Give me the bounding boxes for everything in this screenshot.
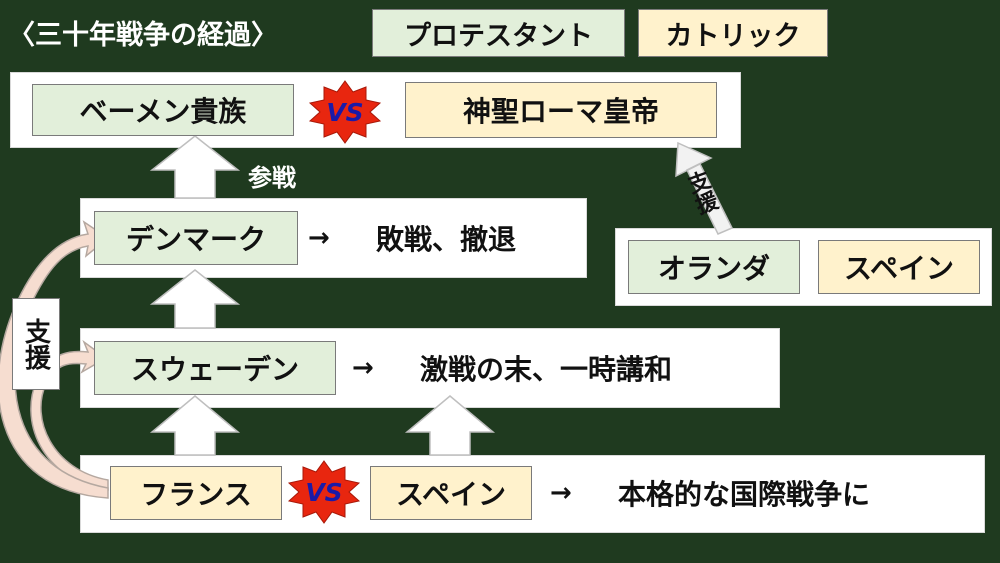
holy-roman-emperor-box: 神聖ローマ皇帝	[405, 82, 717, 138]
vs-label-row1: VS	[326, 97, 364, 127]
row2-arrow: →	[308, 223, 330, 253]
up-arrow-spain-to-sweden	[404, 395, 496, 456]
support-label-right: 支援	[678, 158, 722, 228]
row2-result: 敗戦、撤退	[376, 223, 517, 256]
sweden-box: スウェーデン	[94, 341, 336, 395]
support-arrow-allies-to-emperor	[675, 141, 734, 235]
vs-burst-row4	[287, 460, 361, 524]
legend-catholic: カトリック	[638, 9, 828, 57]
up-arrow-france-to-sweden	[149, 395, 241, 456]
support-label-left: 支援	[12, 298, 60, 390]
diagram-title: 〈三十年戦争の経過〉	[8, 19, 278, 51]
vs-badge-row1: VS	[310, 81, 380, 143]
up-arrow-denmark-to-bohemia	[149, 135, 241, 199]
vs-label-row4: VS	[305, 477, 343, 507]
spain-box: スペイン	[370, 466, 532, 520]
row3-arrow: →	[352, 353, 374, 383]
row4-result: 本格的な国際戦争に	[618, 478, 871, 511]
bohemian-nobles-box: ベーメン貴族	[32, 84, 294, 136]
denmark-box: デンマーク	[94, 211, 298, 265]
support-label-left-text: 支援	[20, 318, 51, 370]
support-label-right-text: 支援	[681, 167, 720, 218]
up-arrow-sweden-to-denmark	[149, 269, 241, 329]
row4-arrow: →	[550, 478, 572, 508]
vs-badge-row4: VS	[289, 461, 359, 523]
netherlands-box: オランダ	[628, 240, 800, 294]
vs-burst-row1	[308, 80, 382, 144]
row3-result: 激戦の末、一時講和	[420, 353, 673, 386]
spain-ally-box: スペイン	[818, 240, 980, 294]
legend-protestant: プロテスタント	[372, 9, 625, 57]
join-war-label: 参戦	[248, 163, 296, 192]
france-box: フランス	[110, 466, 282, 520]
